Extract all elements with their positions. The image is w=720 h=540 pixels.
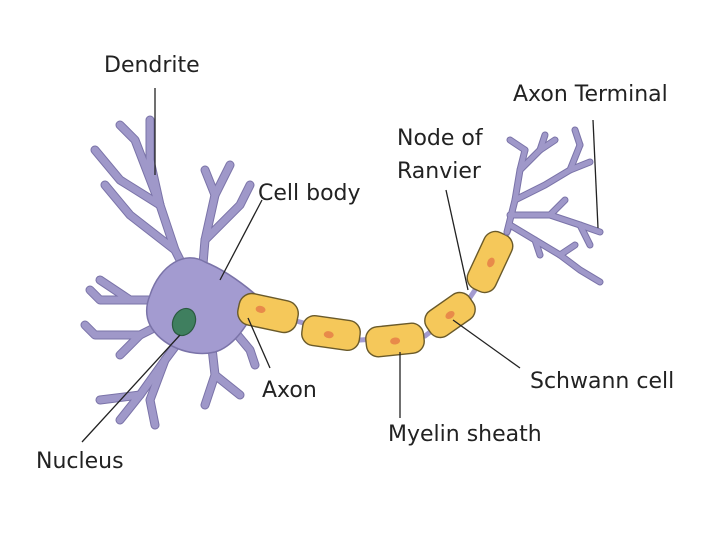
nucleus-shape (171, 307, 197, 337)
axon-terminal (504, 127, 603, 285)
label-cell-body: Cell body (258, 181, 361, 206)
leader-cell-body (219, 199, 263, 281)
labels: Dendrite Cell body Nucleus Axon Node of … (36, 53, 674, 474)
leader-schwann-cell (452, 319, 521, 369)
myelin-segment-5 (466, 230, 514, 294)
label-dendrite: Dendrite (104, 53, 200, 78)
label-schwann-cell: Schwann cell (530, 369, 674, 394)
myelin-segment-4 (424, 291, 476, 339)
label-axon-terminal: Axon Terminal (513, 82, 668, 107)
leader-axon (247, 317, 271, 369)
myelin-segment-1 (237, 292, 299, 334)
leader-lines (81, 88, 599, 443)
myelin-sheath-segments (237, 230, 514, 358)
myelin-segment-3 (365, 322, 425, 358)
leader-nucleus (81, 334, 181, 443)
label-node-of-ranvier-line2: Ranvier (397, 159, 482, 184)
leader-node-of-ranvier (445, 189, 469, 291)
label-myelin-sheath: Myelin sheath (388, 422, 542, 447)
axon-terminal-outline (503, 126, 604, 286)
myelin-segment-2 (301, 314, 361, 352)
label-axon: Axon (262, 378, 317, 403)
label-node-of-ranvier-line1: Node of (397, 126, 484, 151)
leader-axon-terminal (592, 119, 599, 229)
label-nucleus: Nucleus (36, 449, 124, 474)
